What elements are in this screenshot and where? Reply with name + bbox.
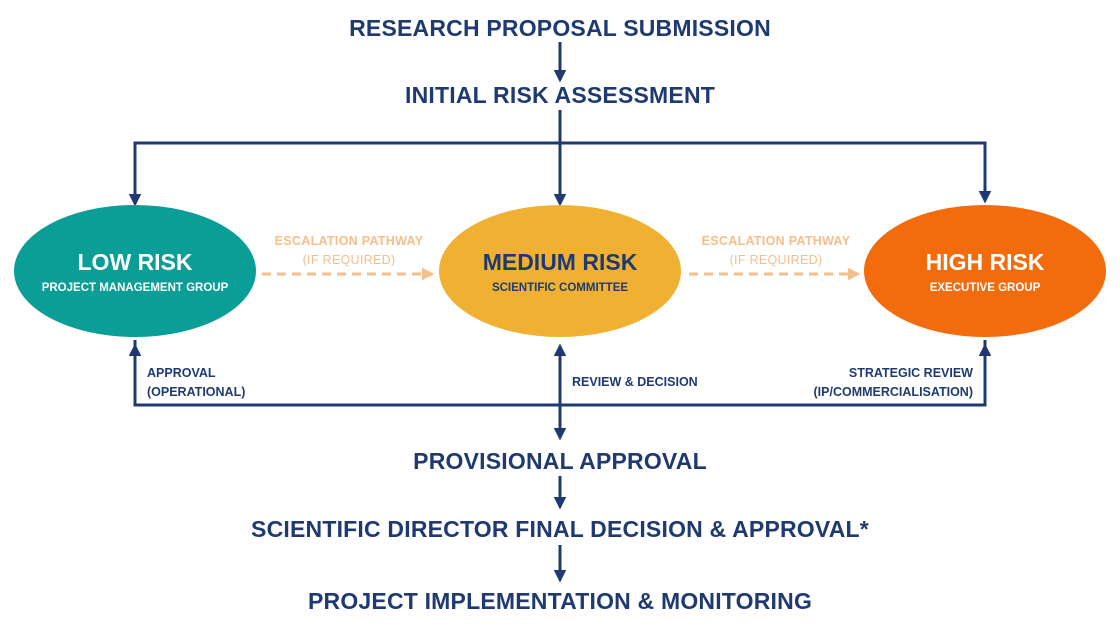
step-project-implementation-monitoring: PROJECT IMPLEMENTATION & MONITORING [308,588,812,614]
strategic-review-label-1: STRATEGIC REVIEW [849,366,973,380]
medium-risk-title: MEDIUM RISK [483,249,638,275]
medium-risk-subtitle: SCIENTIFIC COMMITTEE [492,282,628,294]
step-initial-risk-assessment: INITIAL RISK ASSESSMENT [405,82,715,108]
escalation-sublabel-2: (IF REQUIRED) [730,253,823,267]
approval-operational-label-2: (OPERATIONAL) [147,385,245,399]
escalation-label-1: ESCALATION PATHWAY [275,234,424,248]
low-risk-title: LOW RISK [78,249,193,275]
low-risk-ellipse [14,205,256,337]
low-risk-subtitle: PROJECT MANAGEMENT GROUP [42,282,229,294]
medium-risk-ellipse [439,205,681,337]
high-risk-ellipse [864,205,1106,337]
review-decision-label: REVIEW & DECISION [572,375,698,389]
step-scientific-director-final-decision: SCIENTIFIC DIRECTOR FINAL DECISION & APP… [251,516,869,542]
escalation-label-2: ESCALATION PATHWAY [702,234,851,248]
strategic-review-label-2: (IP/COMMERCIALISATION) [814,385,973,399]
escalation-sublabel-1: (IF REQUIRED) [303,253,396,267]
step-research-proposal-submission: RESEARCH PROPOSAL SUBMISSION [349,15,771,41]
high-risk-title: HIGH RISK [926,249,1045,275]
high-risk-subtitle: EXECUTIVE GROUP [930,282,1041,294]
step-provisional-approval: PROVISIONAL APPROVAL [413,448,707,474]
approval-operational-label-1: APPROVAL [147,366,216,380]
